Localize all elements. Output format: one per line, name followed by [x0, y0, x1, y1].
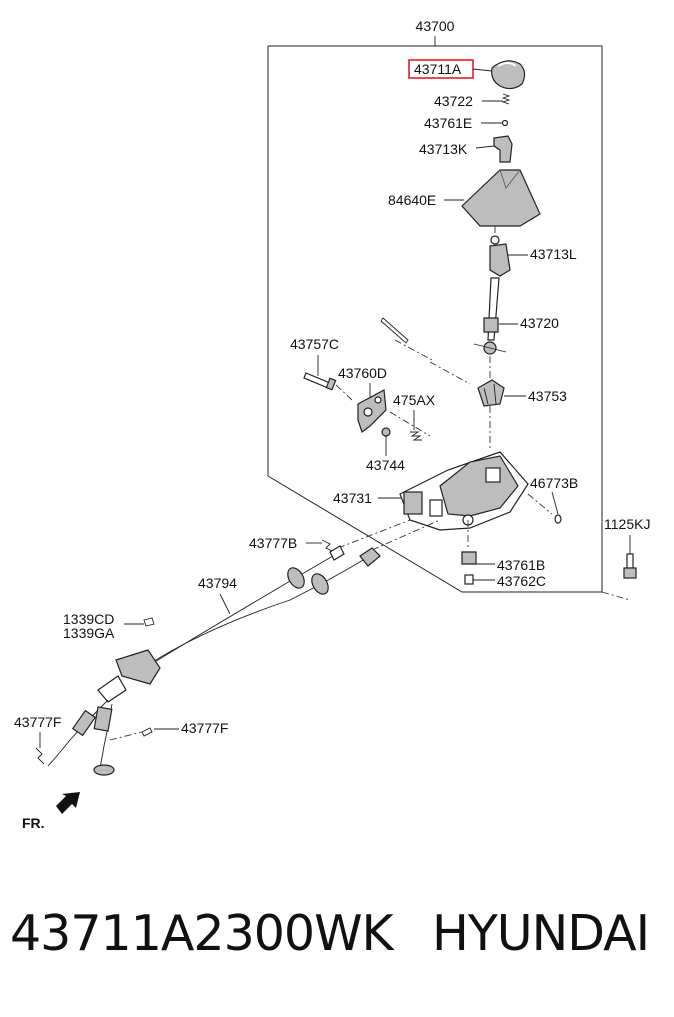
- bolt-43757C: [303, 372, 337, 391]
- label-1339CD: 1339CD: [63, 611, 114, 627]
- shift-cable-43794: [47, 545, 381, 776]
- label-43713K: 43713K: [419, 141, 468, 157]
- label-475AX: 475AX: [393, 392, 436, 408]
- label-fr: FR.: [22, 815, 45, 831]
- label-43761E: 43761E: [424, 115, 472, 131]
- shifter-housing-43731: [399, 451, 529, 531]
- spring-43722: [501, 93, 511, 105]
- oring-46773B: [554, 514, 562, 524]
- label-43777B: 43777B: [249, 535, 297, 551]
- lever-rod-43720: [473, 277, 507, 355]
- bolt-1125KJ: [623, 553, 637, 579]
- assembly-frame: [267, 36, 603, 593]
- label-43777F-left: 43777F: [14, 714, 61, 730]
- clip-pin: [380, 317, 409, 344]
- shift-knob: [491, 60, 526, 90]
- pin-43762C: [464, 574, 474, 585]
- clip-43777B: [321, 539, 335, 553]
- clip-475AX: [410, 431, 422, 441]
- label-84640E: 84640E: [388, 192, 436, 208]
- footer: 43711A2300WK HYUNDAI: [0, 905, 674, 985]
- bracket-43713K: [493, 135, 513, 163]
- pin-43744: [381, 427, 391, 437]
- part-number: 43711A2300WK: [10, 905, 394, 962]
- bushing-43753: [477, 379, 505, 407]
- bracket-43760D: [357, 389, 387, 433]
- label-43794: 43794: [198, 575, 237, 591]
- label-43720: 43720: [520, 315, 559, 331]
- parts-diagram: 43700 43711A 43722 43761E 43713K 84640E …: [14, 18, 650, 831]
- label-43711A: 43711A: [414, 61, 462, 77]
- label-43722: 43722: [434, 93, 473, 109]
- label-1339GA: 1339GA: [63, 625, 115, 641]
- bushing-43761B: [461, 551, 477, 565]
- pin-43761E: [501, 119, 509, 127]
- clip-1339: [143, 617, 155, 627]
- brand-name: HYUNDAI: [432, 905, 650, 962]
- front-direction-indicator: FR.: [22, 792, 80, 831]
- label-43713L: 43713L: [530, 246, 577, 262]
- label-43761B: 43761B: [497, 557, 545, 573]
- clip-43777F-right: [141, 727, 153, 737]
- shift-boot-84640E: [461, 169, 541, 227]
- label-43700: 43700: [416, 18, 455, 34]
- label-43744: 43744: [366, 457, 405, 473]
- label-46773B: 46773B: [530, 475, 578, 491]
- label-43731: 43731: [333, 490, 372, 506]
- clip-43777F-left: [35, 747, 45, 765]
- label-43757C: 43757C: [290, 336, 339, 352]
- label-43777F-right: 43777F: [181, 720, 228, 736]
- lever-connector-43713L: [489, 235, 511, 277]
- label-43753: 43753: [528, 388, 567, 404]
- label-43760D: 43760D: [338, 365, 387, 381]
- label-1125KJ: 1125KJ: [604, 516, 650, 532]
- label-43762C: 43762C: [497, 573, 546, 589]
